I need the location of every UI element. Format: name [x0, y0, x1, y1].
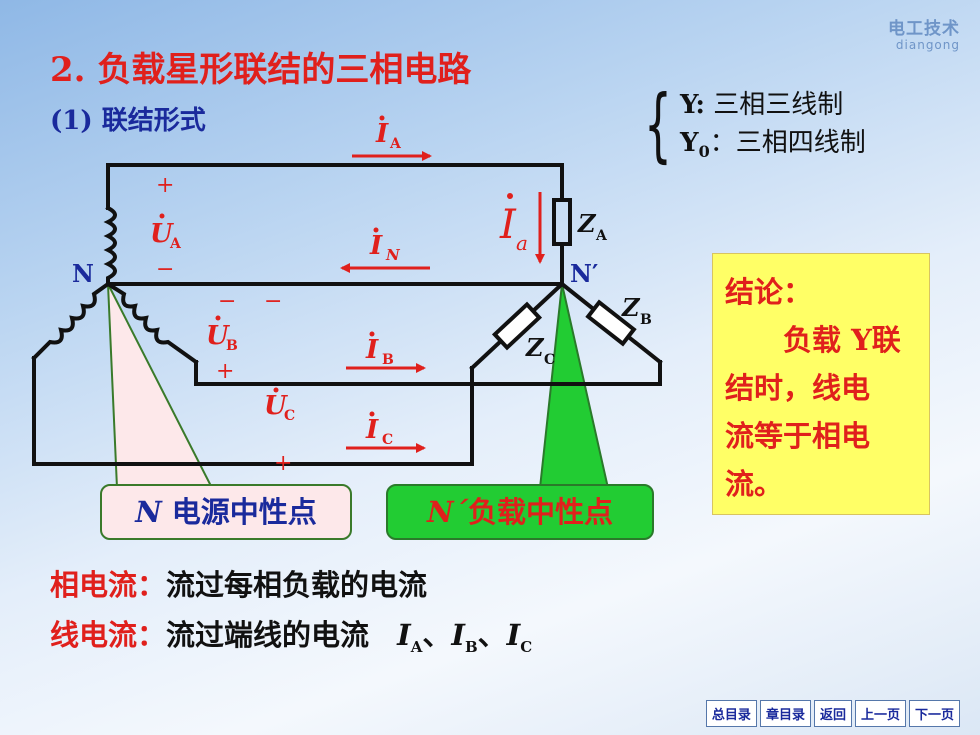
- label-IN-sub: N: [385, 246, 401, 264]
- callout-source-neutral: N 电源中性点: [100, 484, 352, 540]
- conclusion-line-2: 结时，线电: [725, 371, 871, 405]
- label-minus-A: −: [156, 257, 174, 282]
- label-Ia: I: [499, 202, 517, 248]
- node-N: N: [72, 259, 94, 288]
- label-plus-A: +: [156, 173, 174, 198]
- conclusion-line-4: 流。: [725, 467, 784, 501]
- conclusion-line-3: 流等于相电: [725, 419, 871, 453]
- wire-line-A: [106, 163, 564, 210]
- system-note-y: Y: 三相三线制: [680, 90, 844, 120]
- label-UB-sub: B: [226, 338, 238, 354]
- label-ZC-sub: C: [544, 352, 555, 368]
- brace-icon: {: [644, 78, 672, 171]
- nav-next-button[interactable]: 下一页: [908, 700, 960, 727]
- label-UA: U: [150, 219, 174, 249]
- conclusion-line-1: 负载 Y联: [783, 323, 901, 357]
- coil-A: [103, 205, 117, 286]
- label-Ia-sub: a: [516, 231, 528, 255]
- label-UC: U: [264, 391, 288, 421]
- label-plus-B: +: [216, 359, 234, 384]
- nav-back-button[interactable]: 返回: [813, 700, 852, 727]
- node-Np: N′: [570, 259, 598, 288]
- label-UB: U: [206, 321, 230, 351]
- label-plus-C: +: [274, 451, 292, 476]
- system-notes: Y: 三相三线制 Y0：三相四线制: [680, 86, 866, 171]
- section-subtitle: (1) 联结形式: [50, 106, 206, 136]
- label-ZA: Z: [577, 209, 597, 238]
- dot-marks: [159, 115, 513, 417]
- label-IC-sub: C: [382, 432, 393, 448]
- label-IN: I: [369, 231, 383, 261]
- label-ZC: Z: [525, 333, 545, 362]
- label-IA-sub: A: [389, 136, 402, 152]
- label-IC: I: [365, 415, 379, 445]
- label-UC-sub: C: [284, 408, 295, 424]
- label-IB: I: [365, 335, 379, 365]
- wire-line-C: [32, 356, 474, 466]
- brand-cn: 电工技术: [888, 19, 960, 39]
- wire-line-B: [194, 360, 662, 386]
- nav-toc-button[interactable]: 总目录: [705, 700, 757, 727]
- def-line-current: 线电流：流过端线的电流 IA、IB、IC: [50, 618, 533, 656]
- nav-chapter-button[interactable]: 章目录: [759, 700, 811, 727]
- impedance-ZB: [585, 299, 637, 347]
- conclusion-head: 结论：: [725, 275, 813, 309]
- callout-load-neutral: N´负载中性点: [386, 484, 654, 540]
- page-title: 2. 负载星形联结的三相电路: [50, 50, 472, 90]
- label-ZB-sub: B: [640, 312, 652, 328]
- coil-C: [31, 281, 111, 361]
- brand-en: diangong: [895, 38, 960, 52]
- label-minus-B: −: [218, 289, 236, 314]
- label-ZB: Z: [621, 293, 641, 322]
- coil-B: [105, 281, 199, 365]
- impedance-ZC: [491, 301, 543, 351]
- brand-logo: 电工技术 diangong: [888, 14, 960, 52]
- label-IA: I: [375, 119, 389, 149]
- def-phase-current: 相电流：流过每相负载的电流: [50, 568, 428, 602]
- impedance-ZA: [552, 198, 572, 246]
- label-UA-sub: A: [169, 236, 182, 252]
- nav-bar: 总目录 章目录 返回 上一页 下一页: [705, 700, 960, 727]
- label-ZA-sub: A: [595, 228, 608, 244]
- label-minus-C: −: [264, 289, 282, 314]
- conclusion-box: 结论： 负载 Y联 结时，线电 流等于相电 流。: [712, 253, 930, 515]
- nav-prev-button[interactable]: 上一页: [854, 700, 906, 727]
- label-IB-sub: B: [382, 352, 394, 368]
- system-note-y0: Y0：三相四线制: [680, 128, 866, 162]
